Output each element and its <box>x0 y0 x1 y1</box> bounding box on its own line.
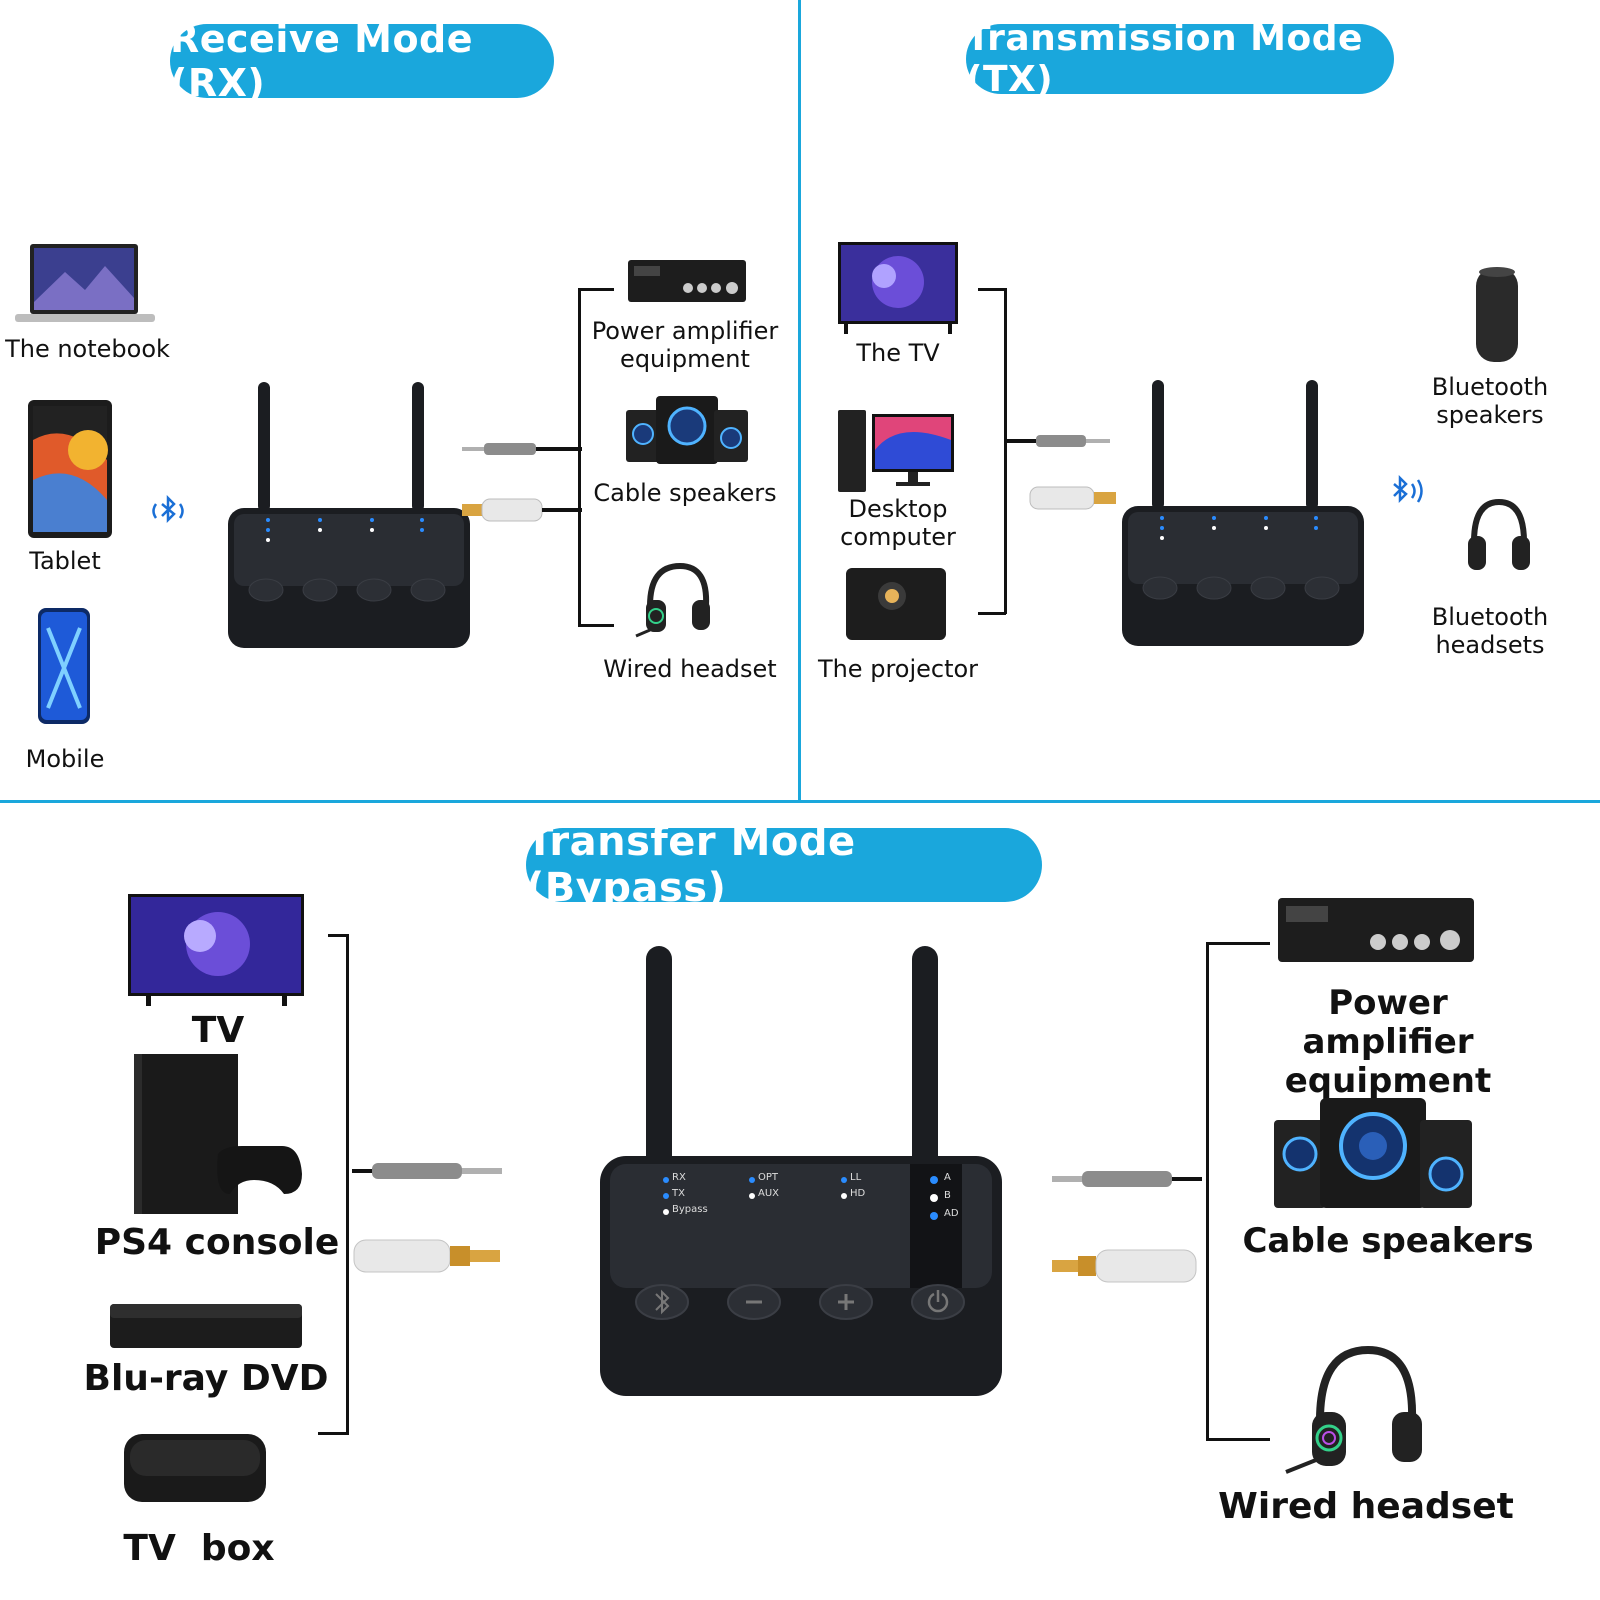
vertical-divider <box>798 0 801 800</box>
bypass-headset-label: Wired headset <box>1218 1486 1514 1527</box>
bypass-tv-device <box>128 894 304 1006</box>
bypass-right-bracket-top <box>1206 942 1270 945</box>
rx-adapter-device <box>228 382 470 652</box>
bypass-amplifier-label: Power amplifier equipment <box>1284 983 1492 1102</box>
bypass-adapter-device <box>600 946 1002 1400</box>
tx-tv-label: The TV <box>856 339 940 367</box>
panel-led-rx: RX <box>672 1172 686 1183</box>
rx-speakers-device <box>626 396 748 466</box>
bluetooth-signal-icon <box>148 494 188 534</box>
horizontal-divider <box>0 800 1600 803</box>
panel-led-aux: AUX <box>758 1188 780 1199</box>
bypass-tvbox-label: TV box <box>123 1528 275 1569</box>
tx-bracket-vertical <box>1004 288 1007 614</box>
bypass-tvbox-device <box>124 1434 266 1506</box>
rx-optical-cable <box>462 496 582 524</box>
rx-amplifier-label: Power amplifier equipment <box>591 317 779 373</box>
panel-led-b: B <box>944 1190 951 1201</box>
tx-desktop-device <box>838 410 954 492</box>
tx-title-pill: Transmission Mode (TX) <box>966 18 1394 100</box>
tablet-device <box>28 400 112 538</box>
rx-title-pill: Receive Mode (RX) <box>170 17 554 105</box>
tx-bracket-top <box>978 288 1006 291</box>
panel-led-hd: HD <box>850 1188 866 1199</box>
tx-projector-label: The projector <box>817 655 979 683</box>
tx-optical-cable <box>1029 484 1120 512</box>
tx-bluetooth-signal-icon <box>1384 474 1424 514</box>
bypass-ps4-device <box>134 1054 302 1216</box>
mobile-device <box>38 608 90 724</box>
bypass-right-aux-cable <box>1052 1168 1202 1190</box>
tx-desktop-label: Desktop computer <box>840 495 956 551</box>
mobile-label: Mobile <box>25 745 105 773</box>
bypass-bluray-label: Blu-ray DVD <box>83 1358 329 1399</box>
rx-speakers-label: Cable speakers <box>593 479 777 507</box>
bypass-tv-label: TV <box>191 1010 245 1051</box>
bypass-amplifier-device <box>1278 898 1474 968</box>
bypass-bluray-device <box>110 1304 302 1352</box>
bypass-ps4-label: PS4 console <box>94 1222 340 1263</box>
bypass-left-bracket-top <box>328 934 349 937</box>
tx-adapter-device <box>1122 380 1364 650</box>
bypass-right-optical-cable <box>1052 1246 1202 1286</box>
bypass-right-bracket-bottom <box>1206 1438 1270 1441</box>
bypass-speakers-device <box>1274 1098 1472 1210</box>
notebook-device <box>15 242 155 328</box>
panel-led-opt: OPT <box>758 1172 779 1183</box>
rx-headset-label: Wired headset <box>603 655 777 683</box>
bypass-left-optical-cable <box>353 1236 504 1276</box>
tx-aux-cable <box>1006 432 1110 450</box>
rx-aux-cable <box>462 440 582 458</box>
rx-bracket-top <box>578 288 614 291</box>
bypass-speakers-label: Cable speakers <box>1242 1221 1534 1261</box>
bypass-headset-device <box>1282 1336 1422 1486</box>
tx-projector-device <box>846 568 946 642</box>
tx-bt-speaker-device <box>1474 264 1520 364</box>
bypass-left-bracket-bottom <box>318 1432 349 1435</box>
tx-bt-speaker-label: Bluetooth speakers <box>1431 373 1549 429</box>
tablet-label: Tablet <box>29 547 101 575</box>
rx-bracket-bottom <box>578 624 614 627</box>
rx-amplifier-device <box>628 260 746 306</box>
rx-headset-device <box>632 556 712 646</box>
tx-bracket-bottom <box>978 612 1006 615</box>
panel-led-a: A <box>944 1172 951 1183</box>
panel-led-tx: TX <box>672 1188 685 1199</box>
bypass-title-pill: Transfer Mode (Bypass) <box>526 819 1042 911</box>
panel-led-ll: LL <box>850 1172 862 1183</box>
tx-bt-headset-label: Bluetooth headsets <box>1431 603 1549 659</box>
bypass-right-bracket-vertical <box>1206 942 1209 1440</box>
panel-led-ad: AD <box>944 1208 959 1219</box>
rx-bracket-vertical <box>578 288 581 626</box>
tx-bt-headset-device <box>1464 496 1534 580</box>
bypass-left-bracket-vertical <box>346 934 349 1434</box>
notebook-label: The notebook <box>5 335 170 363</box>
panel-led-bypass: Bypass <box>672 1204 708 1215</box>
bypass-left-aux-cable <box>352 1160 502 1182</box>
tx-tv-device <box>838 242 958 334</box>
